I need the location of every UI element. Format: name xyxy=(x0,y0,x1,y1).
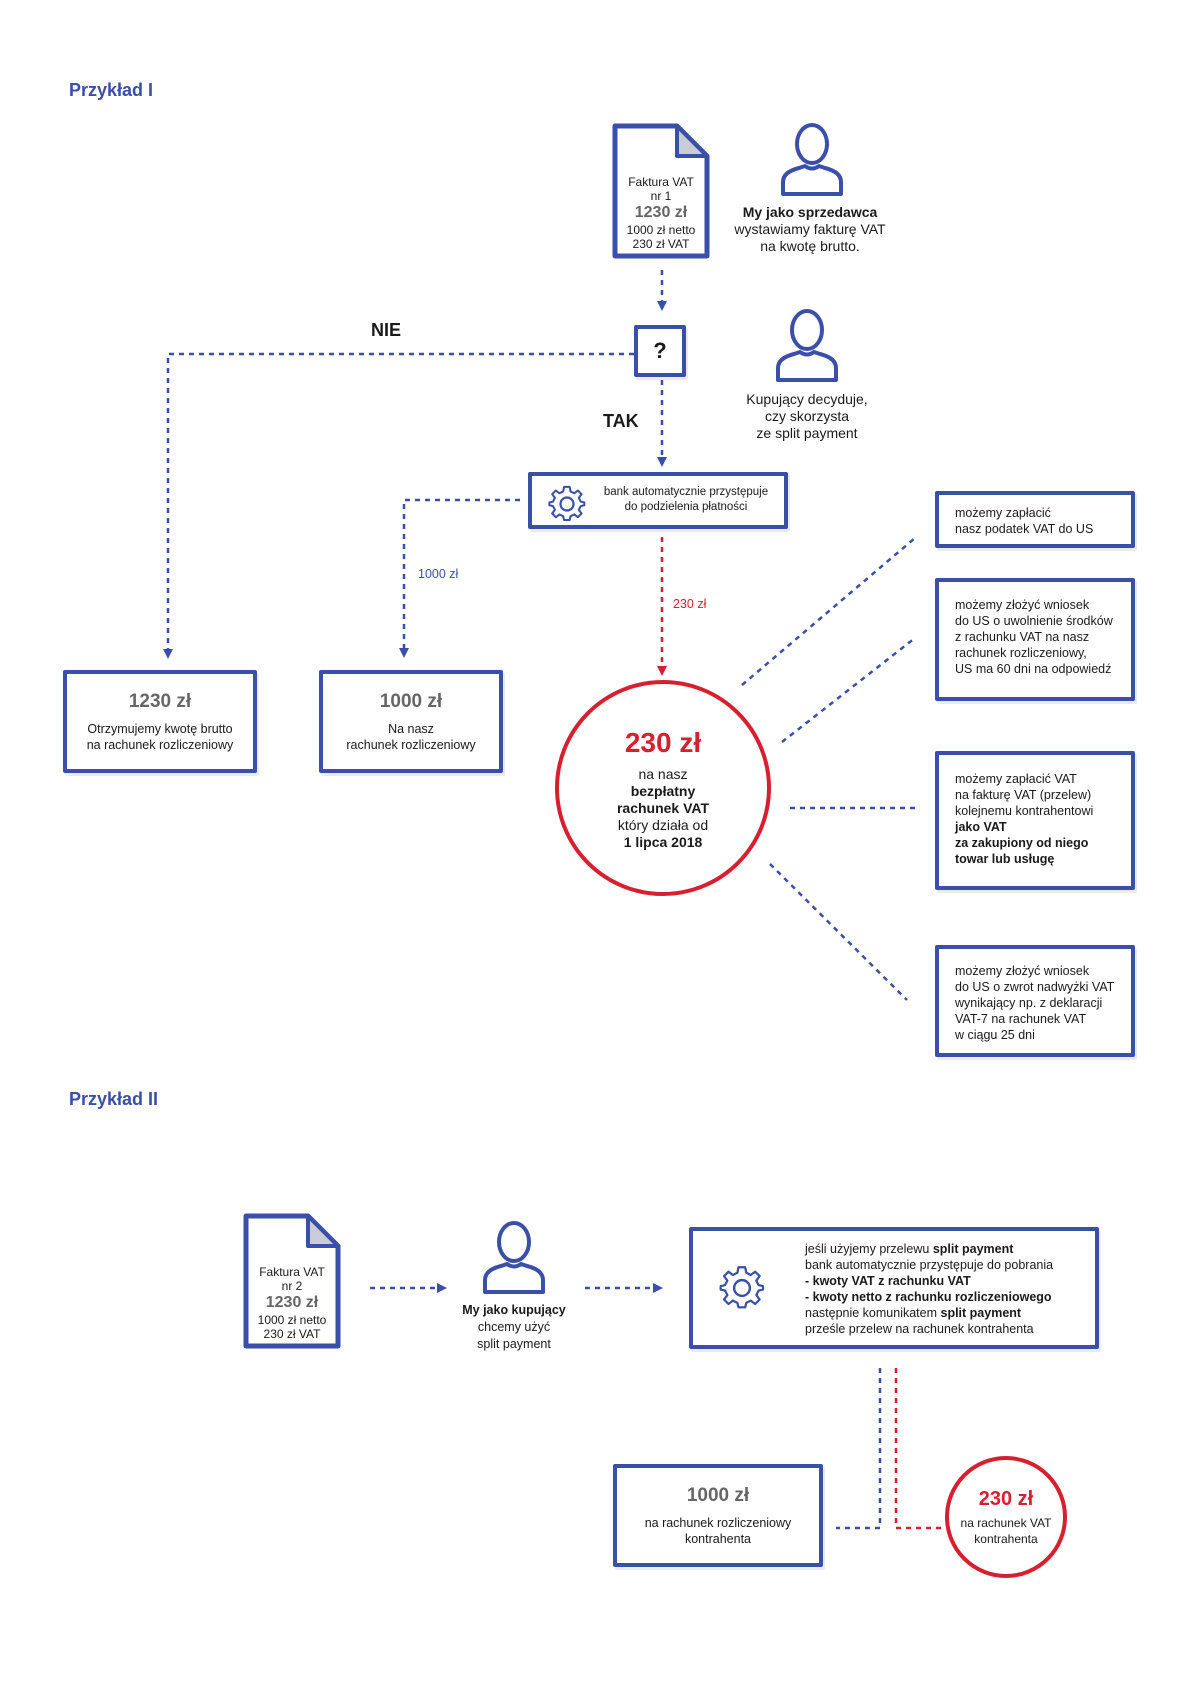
seller-person-icon xyxy=(781,123,843,196)
flow-vat-label: 230 zł xyxy=(673,597,707,611)
invoice-2-document: Faktura VAT nr 2 1230 zł 1000 zł netto 2… xyxy=(242,1212,342,1350)
net-line-1: Na nasz xyxy=(388,721,434,736)
gross-line-1: Otrzymujemy kwotę brutto xyxy=(87,721,233,736)
bank-split-box: bank automatycznie przystępuje do podzie… xyxy=(528,472,788,529)
buyer-caption: My jako kupujący chcemy użyć split payme… xyxy=(462,1303,566,1351)
invoice-2-net: 1000 zł netto xyxy=(257,1313,327,1327)
invoice-2-number: nr 2 xyxy=(281,1279,303,1293)
contractor-net-line-2: kontrahenta xyxy=(684,1531,752,1546)
option-box-refund: możemy złożyć wniosek do US o zwrot nadw… xyxy=(935,945,1135,1057)
document-icon xyxy=(612,123,710,259)
contractor-net-amount: 1000 zł xyxy=(686,1484,750,1506)
contractor-vat-line-2: kontrahenta xyxy=(974,1532,1038,1546)
bank-line-1: bank automatycznie przystępuje xyxy=(603,486,769,498)
vat-line-1: na nasz xyxy=(638,765,688,782)
gross-amount-box: 1230 zł Otrzymujemy kwotę brutto na rach… xyxy=(63,670,257,773)
net-line-2: rachunek rozliczeniowy xyxy=(346,737,476,752)
option-box-release-funds: możemy złożyć wniosek do US o uwolnienie… xyxy=(935,578,1135,701)
net-amount-box: 1000 zł Na nasz rachunek rozliczeniowy xyxy=(319,670,503,773)
vat-account-circle: 230 zł na nasz bezpłatny rachunek VAT kt… xyxy=(555,680,771,896)
decision-box: ? xyxy=(634,325,686,377)
invoice-2-amount: 1230 zł xyxy=(265,1294,319,1311)
bank-line-2: do podzielenia płatności xyxy=(624,501,748,513)
gross-line-2: na rachunek rozliczeniowy xyxy=(86,737,234,752)
vat-line-3: rachunek VAT xyxy=(616,799,710,816)
gear-icon xyxy=(548,485,586,521)
seller-caption: My jako sprzedawca wystawiamy fakturę VA… xyxy=(734,204,886,254)
contractor-vat-circle: 230 zł na rachunek VAT kontrahenta xyxy=(945,1456,1067,1578)
buyer-person-icon xyxy=(776,309,838,382)
net-amount: 1000 zł xyxy=(379,690,443,712)
option-box-pay-contractor: możemy zapłacić VAT na fakturę VAT (prze… xyxy=(935,751,1135,890)
contractor-net-line-1: na rachunek rozliczeniowy xyxy=(644,1515,792,1530)
gear-icon xyxy=(719,1266,765,1309)
bank2-line-6: prześle przelew na rachunek kontrahenta xyxy=(805,1322,1034,1336)
vat-line-2: bezpłatny xyxy=(630,782,696,799)
document-icon xyxy=(243,1213,341,1349)
decision-symbol: ? xyxy=(653,338,667,363)
invoice-1-document: Faktura VAT nr 1 1230 zł 1000 zł netto 2… xyxy=(611,122,711,260)
contractor-vat-amount: 230 zł xyxy=(978,1488,1034,1510)
bank-split-payment-box: jeśli użyjemy przelewu split payment ban… xyxy=(689,1227,1099,1349)
invoice-2-title: Faktura VAT xyxy=(259,1265,325,1279)
invoice-1-number: nr 1 xyxy=(650,189,672,203)
invoice-1-title: Faktura VAT xyxy=(628,175,694,189)
vat-amount: 230 zł xyxy=(624,726,702,758)
buyer-person-icon xyxy=(483,1221,545,1294)
flow-net-label: 1000 zł xyxy=(418,567,459,581)
bank2-line-2: bank automatycznie przystępuje do pobran… xyxy=(805,1258,1054,1272)
bank2-line-5: następnie komunikatem split payment xyxy=(805,1306,1022,1320)
example-2-heading: Przykład II xyxy=(69,1089,159,1109)
bank2-line-1: jeśli użyjemy przelewu split payment xyxy=(805,1242,1014,1256)
gross-amount: 1230 zł xyxy=(128,690,192,712)
invoice-1-amount: 1230 zł xyxy=(634,204,688,221)
vat-line-4: który działa od xyxy=(617,816,709,833)
invoice-1-net: 1000 zł netto xyxy=(626,223,696,237)
bank2-line-4: - kwoty netto z rachunku rozliczeniowego xyxy=(805,1290,1052,1304)
contractor-net-box: 1000 zł na rachunek rozliczeniowy kontra… xyxy=(613,1464,823,1567)
invoice-2-vat: 230 zł VAT xyxy=(263,1327,321,1341)
option-box-pay-vat: możemy zapłacić nasz podatek VAT do US xyxy=(935,491,1135,548)
invoice-1-vat: 230 zł VAT xyxy=(632,237,690,251)
example-1-heading: Przykład I xyxy=(69,80,154,100)
vat-line-5: 1 lipca 2018 xyxy=(623,833,703,850)
contractor-vat-line-1: na rachunek VAT xyxy=(960,1516,1052,1530)
decision-no-label: NIE xyxy=(371,320,402,340)
decision-yes-label: TAK xyxy=(603,411,639,431)
bank2-line-3: - kwoty VAT z rachunku VAT xyxy=(805,1274,971,1288)
buyer-decision-caption: Kupujący decyduje, czy skorzysta ze spli… xyxy=(746,391,868,441)
